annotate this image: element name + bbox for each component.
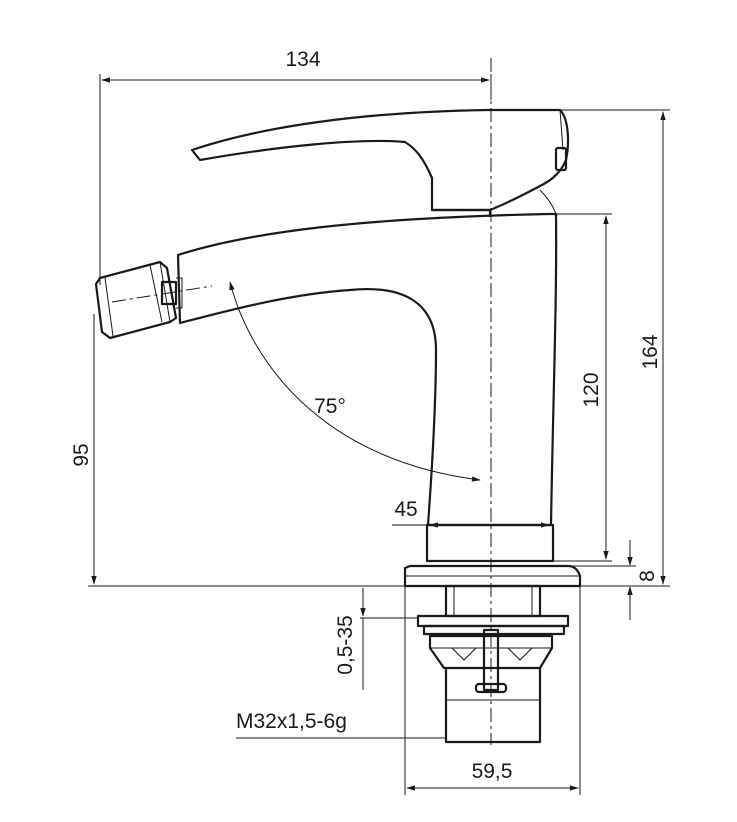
- dim-label-120: 120: [580, 372, 603, 407]
- dim-height-body: 120: [553, 213, 612, 562]
- dim-label-134: 134: [285, 48, 320, 71]
- dim-mount-thickness: 0,5-35: [334, 588, 418, 690]
- dim-label-59: 59,5: [472, 760, 513, 783]
- dim-base-diameter: 59,5: [404, 586, 581, 795]
- dim-base-height: 8: [553, 540, 659, 620]
- dim-spray-angle: 75°: [229, 281, 481, 482]
- mounting-shank: [416, 584, 570, 744]
- dim-label-thread: M32x1,5-6g: [236, 710, 347, 733]
- dim-label-164: 164: [639, 334, 662, 369]
- handle-cap: [554, 146, 568, 172]
- swivel-nut: [160, 280, 178, 306]
- dim-label-8: 8: [636, 570, 659, 582]
- dim-width-overall: 134: [99, 48, 492, 285]
- spout-body: [176, 212, 558, 527]
- handle-lever: [190, 108, 570, 212]
- spout-axis: [111, 285, 213, 303]
- dim-label-mount: 0,5-35: [334, 615, 357, 675]
- dim-thread: M32x1,5-6g: [236, 710, 446, 739]
- neck-band: [425, 523, 555, 563]
- dim-label-45: 45: [394, 498, 417, 521]
- dim-label-95: 95: [70, 443, 93, 466]
- dim-label-75: 75°: [314, 395, 346, 418]
- dim-height-overall: 164: [560, 109, 670, 587]
- dim-height-spout: 95: [70, 314, 405, 587]
- dim-neck-diameter: 45: [392, 498, 551, 528]
